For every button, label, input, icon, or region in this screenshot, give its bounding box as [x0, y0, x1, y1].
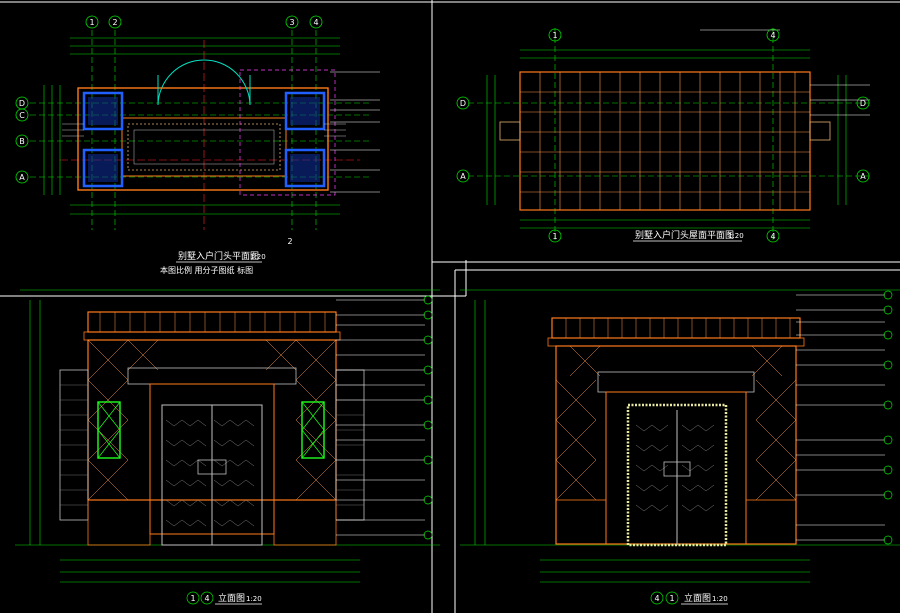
elev-right-title: 立面图 [684, 592, 711, 604]
plan-axis-top-4: 4 [313, 18, 318, 27]
elev-left-axis-1: 1 [190, 594, 195, 603]
elev-left-axis-4: 4 [204, 594, 209, 603]
plan-axis-top-2: 2 [112, 18, 117, 27]
roof-title: 别墅入户门头屋面平面图 [635, 229, 734, 241]
plan-axis-left-b: B [19, 137, 25, 146]
elevation-right-view: 4 1 立面图 1:20 [460, 289, 900, 605]
roof-plan-view: 1 4 D A D A 1 4 别墅入户门头屋面平面图 1:20 [456, 28, 870, 243]
elev-right-axis-1: 1 [669, 594, 674, 603]
roof-scale: 1:20 [728, 232, 744, 240]
plan-view: 1 2 3 4 D C B A 2 别墅入户门头平面图 1:20 本图比例 用分… [15, 15, 380, 275]
roof-axis-bottom-4: 4 [770, 232, 775, 241]
plan-axis-top-1: 1 [89, 18, 94, 27]
elev-left-scale: 1:20 [246, 595, 262, 603]
roof-axis-right-d: D [860, 99, 866, 108]
plan-title: 别墅入户门头平面图 [178, 250, 259, 262]
elev-right-scale: 1:20 [712, 595, 728, 603]
plan-axis-bottom-2: 2 [287, 237, 292, 246]
roof-axis-right-a: A [860, 172, 866, 181]
elevation-left-view: 1 4 立面图 1:20 [15, 289, 440, 605]
plan-axis-left-d: D [19, 99, 25, 108]
roof-axis-top-4: 4 [770, 31, 775, 40]
elev-right-axis-4: 4 [654, 594, 659, 603]
plan-scale: 1:20 [250, 253, 266, 261]
plan-axis-top-3: 3 [289, 18, 294, 27]
roof-axis-left-a: A [460, 172, 466, 181]
roof-axis-top-1: 1 [552, 31, 557, 40]
roof-axis-left-d: D [460, 99, 466, 108]
plan-axis-left-a: A [19, 173, 25, 182]
plan-axis-left-c: C [19, 111, 25, 120]
elev-left-title: 立面图 [218, 592, 245, 604]
plan-subtitle: 本图比例 用分子图纸 标图 [160, 265, 253, 275]
roof-axis-bottom-1: 1 [552, 232, 557, 241]
